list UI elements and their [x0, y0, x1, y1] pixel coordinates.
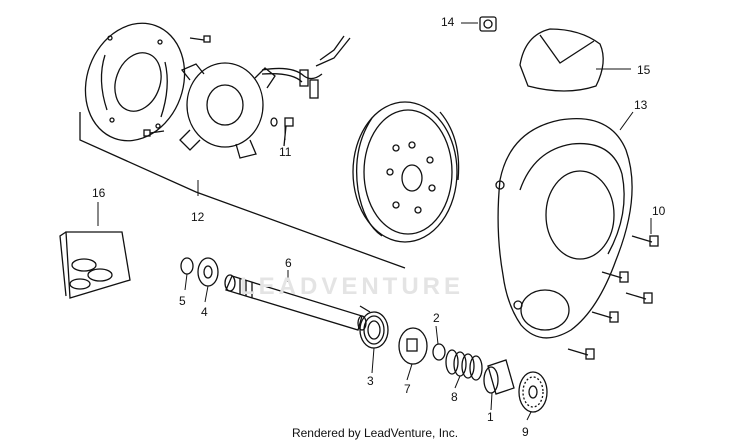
- bracket-line-12: [79, 112, 406, 269]
- washer-4: [197, 257, 219, 287]
- plate-screws: [143, 35, 211, 137]
- callout-5: 5: [179, 294, 186, 308]
- stator-base-plate: [84, 22, 186, 142]
- washer-2: [432, 343, 446, 361]
- cover-screws-10: [567, 235, 659, 360]
- pouch-15: [519, 28, 604, 92]
- callout-11: 11: [279, 145, 292, 159]
- gasket-pack-16: [59, 231, 131, 299]
- callout-1: 1: [487, 410, 494, 424]
- screw-11: [270, 117, 294, 147]
- footer-credit: Rendered by LeadVenture, Inc.: [291, 426, 459, 440]
- callout-14: 14: [441, 15, 455, 29]
- flywheel-cover: [495, 117, 633, 339]
- callout-10: 10: [652, 204, 666, 218]
- circlip-5: [180, 257, 194, 275]
- watermark: LEADVENTURE: [240, 273, 465, 300]
- callout-7: 7: [404, 382, 411, 396]
- callout-2: 2: [433, 311, 440, 325]
- plate-7: [398, 327, 428, 365]
- callout-15: 15: [637, 63, 651, 77]
- leader-lines: [97, 22, 652, 421]
- callout-8: 8: [451, 390, 458, 404]
- callout-16: 16: [92, 186, 106, 200]
- ratchet-1: [483, 359, 515, 395]
- callout-4: 4: [201, 305, 208, 319]
- callout-12: 12: [191, 210, 205, 224]
- callout-9: 9: [522, 425, 529, 439]
- nut-14: [479, 16, 497, 32]
- spring-3: [359, 305, 389, 349]
- stator-coil: [179, 35, 351, 159]
- callout-13: 13: [634, 98, 648, 112]
- callout-3: 3: [367, 374, 374, 388]
- flywheel: [352, 101, 460, 243]
- spring-8: [445, 349, 483, 381]
- gear-9: [518, 371, 548, 413]
- callout-6: 6: [285, 256, 292, 270]
